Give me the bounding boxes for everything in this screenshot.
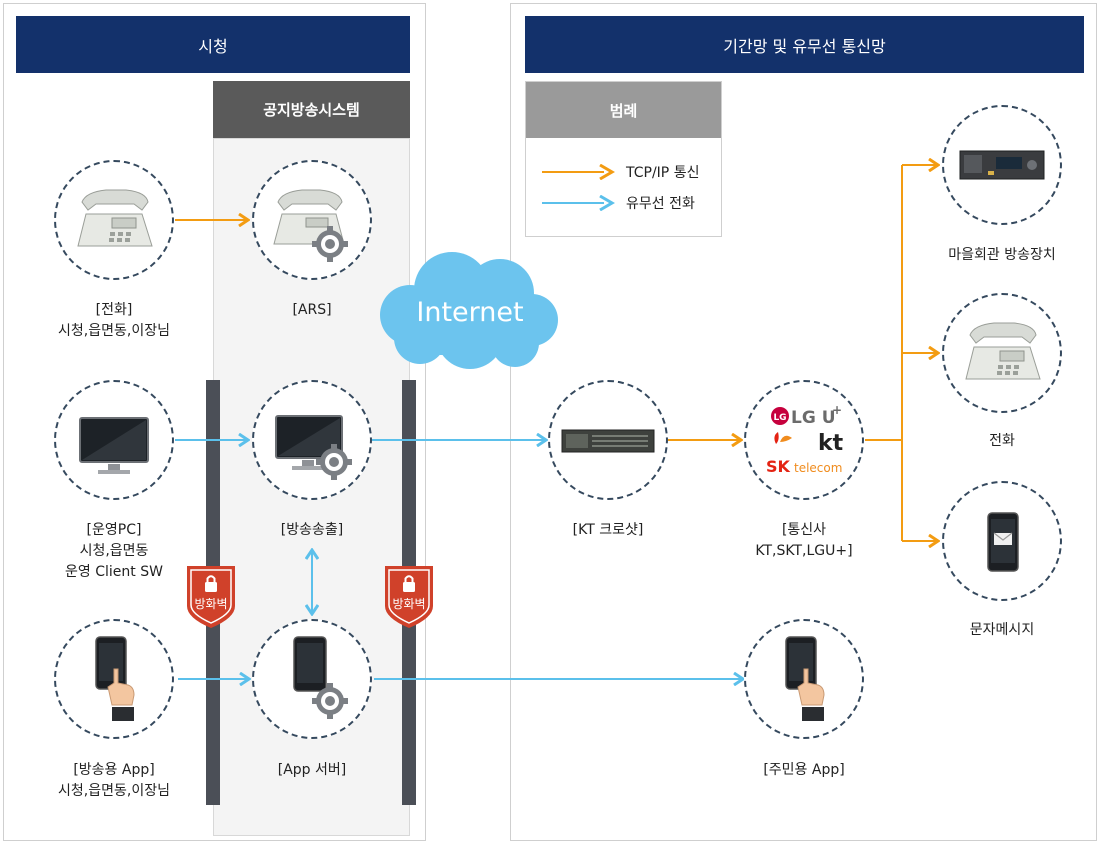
telephone-icon [965, 322, 1041, 380]
firewall-label: 방화벽 [392, 597, 425, 611]
label-sms: 문자메시지 [969, 622, 1035, 638]
label-pc: [운영PC] 시청,읍면동 운영 Client SW [65, 522, 163, 580]
label-ars: [ARS] [292, 302, 332, 318]
legend-label-tcpip: TCP/IP 통신 [626, 165, 700, 181]
node-broadcast [252, 380, 372, 500]
label-village-device: 마을회관 방송장치 [948, 247, 1056, 263]
orange-arrow-icon [542, 164, 615, 180]
firewall-badge-left: 방화벽 [187, 566, 235, 628]
smartphone-gear-icon [293, 636, 348, 719]
label-app-server: [App 서버] [277, 762, 347, 778]
firewall-badge-right: 방화벽 [385, 566, 433, 628]
label-phone: [전화] 시청,읍면동,이장님 [58, 302, 170, 339]
legend-item-phone: 유무선 전화 [540, 193, 695, 213]
telecom-logos-icon: LG LG U + kt SK telecom [766, 403, 844, 476]
telephone-icon [77, 189, 153, 247]
kt-logo-text: kt [818, 431, 844, 456]
label-tel: 전화 [989, 433, 1015, 449]
sk-butterfly-icon [780, 435, 792, 442]
monitor-gear-icon [275, 415, 352, 480]
node-kt-crossbar [548, 380, 668, 500]
lgu-logo-plus: + [832, 403, 842, 417]
label-kt-crossbar: [KT 크로샷] [572, 522, 644, 538]
city-header: 시청 [16, 16, 410, 73]
lgu-logo-text: LG U [791, 408, 836, 428]
rack-server-icon [561, 429, 655, 453]
smartphone-hand-icon [785, 636, 825, 721]
node-tel [942, 293, 1062, 413]
smartphone-hand-icon [95, 636, 135, 721]
firewall-label: 방화벽 [194, 597, 227, 611]
node-resident-app [744, 619, 864, 739]
blue-arrow-icon [542, 195, 615, 211]
ars-phone-gear-icon [273, 189, 348, 262]
sk-logo-text: SK [766, 457, 791, 476]
legend-item-tcpip: TCP/IP 통신 [540, 162, 699, 182]
node-ars [252, 160, 372, 280]
lock-icon [403, 582, 415, 592]
label-app: [방송용 App] 시청,읍면동,이장님 [58, 762, 170, 799]
sk-telecom-text: telecom [794, 461, 842, 475]
node-app-server [252, 619, 372, 739]
broadcast-system-header: 공지방송시스템 [213, 81, 410, 138]
node-telecom: LG LG U + kt SK telecom [744, 380, 864, 500]
node-village-device [942, 105, 1062, 225]
node-app [54, 619, 174, 739]
broadcast-device-icon [959, 150, 1045, 180]
label-telecom: [통신사 KT,SKT,LGU+] [755, 522, 853, 559]
sms-phone-icon [987, 512, 1019, 572]
label-broadcast: [방송송출] [280, 522, 344, 538]
legend: 범례 TCP/IP 통신 유무선 전화 [525, 81, 722, 237]
monitor-icon [79, 417, 149, 474]
node-phone [54, 160, 174, 280]
legend-title: 범례 [526, 82, 721, 138]
node-pc [54, 380, 174, 500]
lock-icon [205, 582, 217, 592]
backbone-header: 기간망 및 유무선 통신망 [525, 16, 1084, 73]
svg-text:LG: LG [773, 413, 786, 423]
label-resident-app: [주민용 App] [763, 762, 845, 778]
lgu-logo-icon [771, 407, 789, 425]
node-sms [942, 481, 1062, 601]
legend-label-phone: 유무선 전화 [626, 196, 695, 212]
